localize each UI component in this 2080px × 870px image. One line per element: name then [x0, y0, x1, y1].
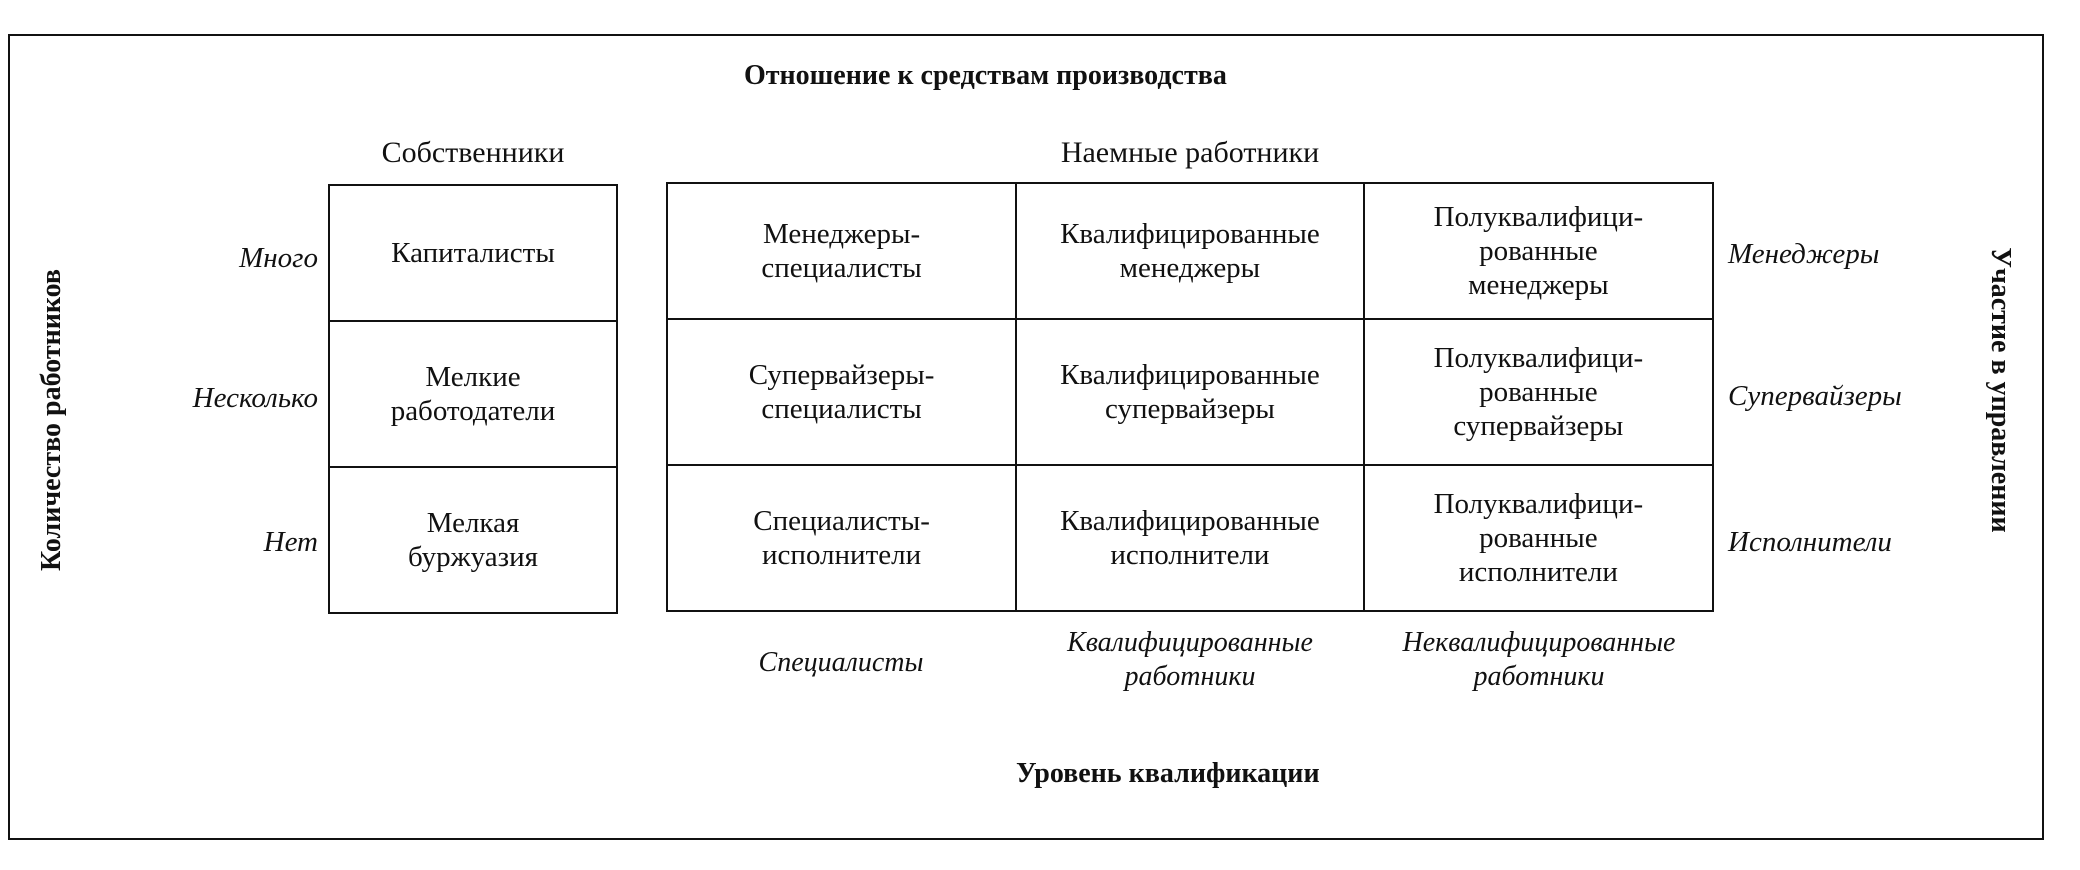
cell-skilled-managers: Квалифицированные менеджеры: [1015, 182, 1365, 320]
owners-table: Капиталисты Мелкие работодатели Мелкая б…: [328, 184, 618, 614]
cell-semiskilled-supervisors: Полуквалифици- рованные супервайзеры: [1362, 318, 1715, 466]
right-axis-label: Участие в управлении: [1985, 247, 2016, 533]
column-label-unskilled: Неквалифицированные работники: [1402, 627, 1676, 692]
employees-table: Менеджеры- специалисты Квалифицированные…: [665, 182, 1715, 612]
row-label-many: Много: [239, 242, 318, 274]
cell-expert-supervisors: Супервайзеры- специалисты: [665, 318, 1018, 466]
cell-semiskilled-managers: Полуквалифици- рованные менеджеры: [1362, 182, 1715, 320]
owners-header: Собственники: [381, 136, 565, 169]
column-label-skilled: Квалифицированные работники: [1067, 627, 1313, 692]
right-label-supervisors: Супервайзеры: [1728, 380, 1902, 412]
cell-expert-managers: Менеджеры- специалисты: [665, 182, 1018, 320]
bottom-title: Уровень квалификации: [1016, 758, 1320, 789]
cell-expert-workers: Специалисты- исполнители: [665, 464, 1018, 612]
cell-capitalists: Капиталисты: [328, 184, 618, 322]
right-label-workers: Исполнители: [1728, 526, 1892, 558]
right-label-managers: Менеджеры: [1728, 238, 1880, 270]
cell-skilled-supervisors: Квалифицированные супервайзеры: [1015, 318, 1365, 466]
row-label-several: Несколько: [192, 382, 318, 414]
column-label-experts: Специалисты: [758, 647, 924, 678]
row-label-none: Нет: [263, 526, 318, 558]
diagram-frame: [8, 34, 2044, 840]
cell-semiskilled-workers: Полуквалифици- рованные исполнители: [1362, 464, 1715, 612]
top-title: Отношение к средствам производства: [744, 60, 1227, 91]
cell-petty-bourgeoisie: Мелкая буржуазия: [328, 466, 618, 614]
left-axis-label: Количество работников: [36, 268, 67, 572]
cell-skilled-workers: Квалифицированные исполнители: [1015, 464, 1365, 612]
employees-header: Наемные работники: [1060, 136, 1320, 169]
cell-small-employers: Мелкие работодатели: [328, 320, 618, 468]
